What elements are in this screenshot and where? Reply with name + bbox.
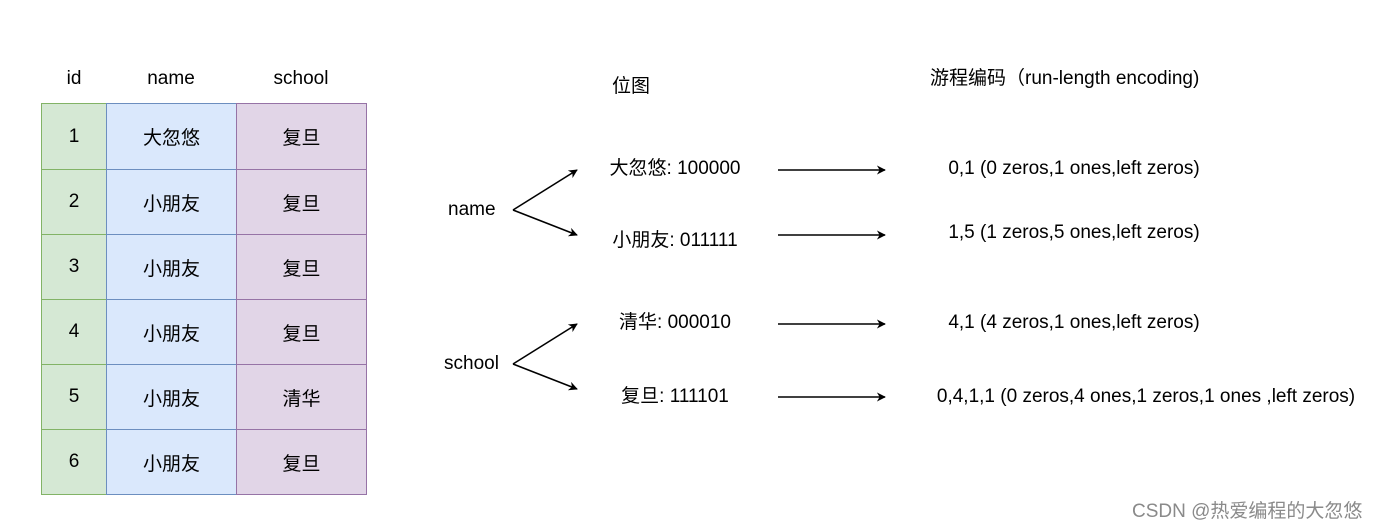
cell-name: 小朋友 xyxy=(106,299,237,365)
cell-name: 小朋友 xyxy=(106,364,237,430)
cell-school: 复旦 xyxy=(236,103,367,170)
bitmap-entry: 大忽悠: 100000 xyxy=(609,158,741,179)
bitmap-entry: 小朋友: 011111 xyxy=(612,230,738,251)
fork-arrow-name-2 xyxy=(512,209,578,237)
column-header-id: id xyxy=(66,68,82,89)
cell-id: 5 xyxy=(41,364,107,430)
group-label-school: school xyxy=(444,353,499,374)
cell-school: 清华 xyxy=(236,364,367,430)
cell-school: 复旦 xyxy=(236,169,367,235)
rle-title: 游程编码（run-length encoding) xyxy=(930,68,1200,89)
rle-encoding: 0,1 (0 zeros,1 ones,left zeros) xyxy=(948,158,1200,179)
cell-school: 复旦 xyxy=(236,299,367,365)
cell-id: 2 xyxy=(41,169,107,235)
bitmap-entry: 复旦: 111101 xyxy=(621,386,729,407)
group-label-name: name xyxy=(448,199,496,220)
cell-school: 复旦 xyxy=(236,234,367,300)
column-header-name: name xyxy=(147,68,195,89)
fork-arrow-school-1 xyxy=(512,323,578,365)
rle-encoding: 0,4,1,1 (0 zeros,4 ones,1 zeros,1 ones ,… xyxy=(936,386,1356,407)
rle-encoding: 4,1 (4 zeros,1 ones,left zeros) xyxy=(948,312,1200,333)
column-header-school: school xyxy=(273,68,329,89)
rle-encoding: 1,5 (1 zeros,5 ones,left zeros) xyxy=(948,222,1200,243)
fork-arrow-school-2 xyxy=(512,363,578,391)
cell-name: 小朋友 xyxy=(106,429,237,495)
watermark: CSDN @热爱编程的大忽悠 xyxy=(1132,501,1363,522)
fork-arrow-name-1 xyxy=(512,169,578,211)
cell-id: 3 xyxy=(41,234,107,300)
cell-school: 复旦 xyxy=(236,429,367,495)
bitmap-entry: 清华: 000010 xyxy=(619,312,731,333)
cell-id: 4 xyxy=(41,299,107,365)
bitmap-title: 位图 xyxy=(612,76,651,97)
